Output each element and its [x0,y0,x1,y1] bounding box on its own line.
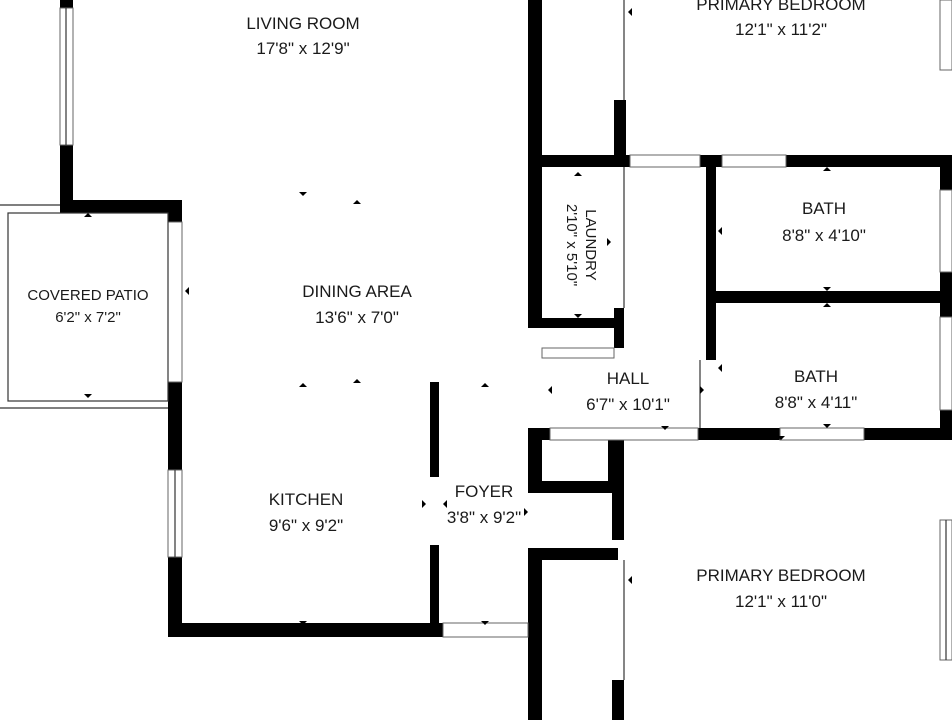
room-primary-bedroom-bottom: PRIMARY BEDROOM 12'1" x 11'0" [696,566,865,611]
room-laundry: LAUNDRY 2'10" x 5'10" [563,204,599,286]
patio-outline [0,204,169,409]
covered-patio-dims: 6'2" x 7'2" [55,309,121,326]
laundry-dims: 2'10" x 5'10" [563,204,580,286]
kitchen-dims: 9'6" x 9'2" [269,516,343,535]
primary-bedroom-bottom-name: PRIMARY BEDROOM [696,566,865,585]
bath-bottom-dims: 8'8" x 4'11" [775,393,858,412]
bath-bottom-name: BATH [794,367,838,386]
hall-name: HALL [607,369,650,388]
room-hall: HALL 6'7" x 10'1" [586,369,670,414]
room-primary-bedroom-top: PRIMARY BEDROOM 12'1" x 11'2" [696,0,865,39]
room-foyer: FOYER 3'8" x 9'2" [447,482,521,527]
room-bath-top: BATH 8'8" x 4'10" [782,199,866,245]
dining-area-dims: 13'6" x 7'0" [315,308,399,327]
bath-top-dims: 8'8" x 4'10" [782,226,866,245]
room-kitchen: KITCHEN 9'6" x 9'2" [269,490,344,535]
foyer-name: FOYER [455,482,514,501]
primary-bedroom-top-dims: 12'1" x 11'2" [735,20,827,39]
room-covered-patio: COVERED PATIO 6'2" x 7'2" [27,287,148,326]
hall-dims: 6'7" x 10'1" [586,395,670,414]
room-dining-area: DINING AREA 13'6" x 7'0" [302,282,412,327]
room-living: LIVING ROOM 17'8" x 12'9" [246,14,359,58]
kitchen-name: KITCHEN [269,490,344,509]
dining-area-name: DINING AREA [302,282,412,301]
thin-lines [623,0,701,680]
covered-patio-name: COVERED PATIO [27,287,148,304]
primary-bedroom-top-name: PRIMARY BEDROOM [696,0,865,14]
windows [59,0,952,661]
foyer-dims: 3'8" x 9'2" [447,508,521,527]
bath-top-name: BATH [802,199,846,218]
living-room-dims: 17'8" x 12'9" [256,39,349,58]
room-bath-bottom: BATH 8'8" x 4'11" [775,367,858,412]
walls [60,0,952,720]
living-room-name: LIVING ROOM [246,14,359,33]
laundry-name: LAUNDRY [582,209,599,280]
primary-bedroom-bottom-dims: 12'1" x 11'0" [735,592,827,611]
dimension-arrows [84,8,831,625]
